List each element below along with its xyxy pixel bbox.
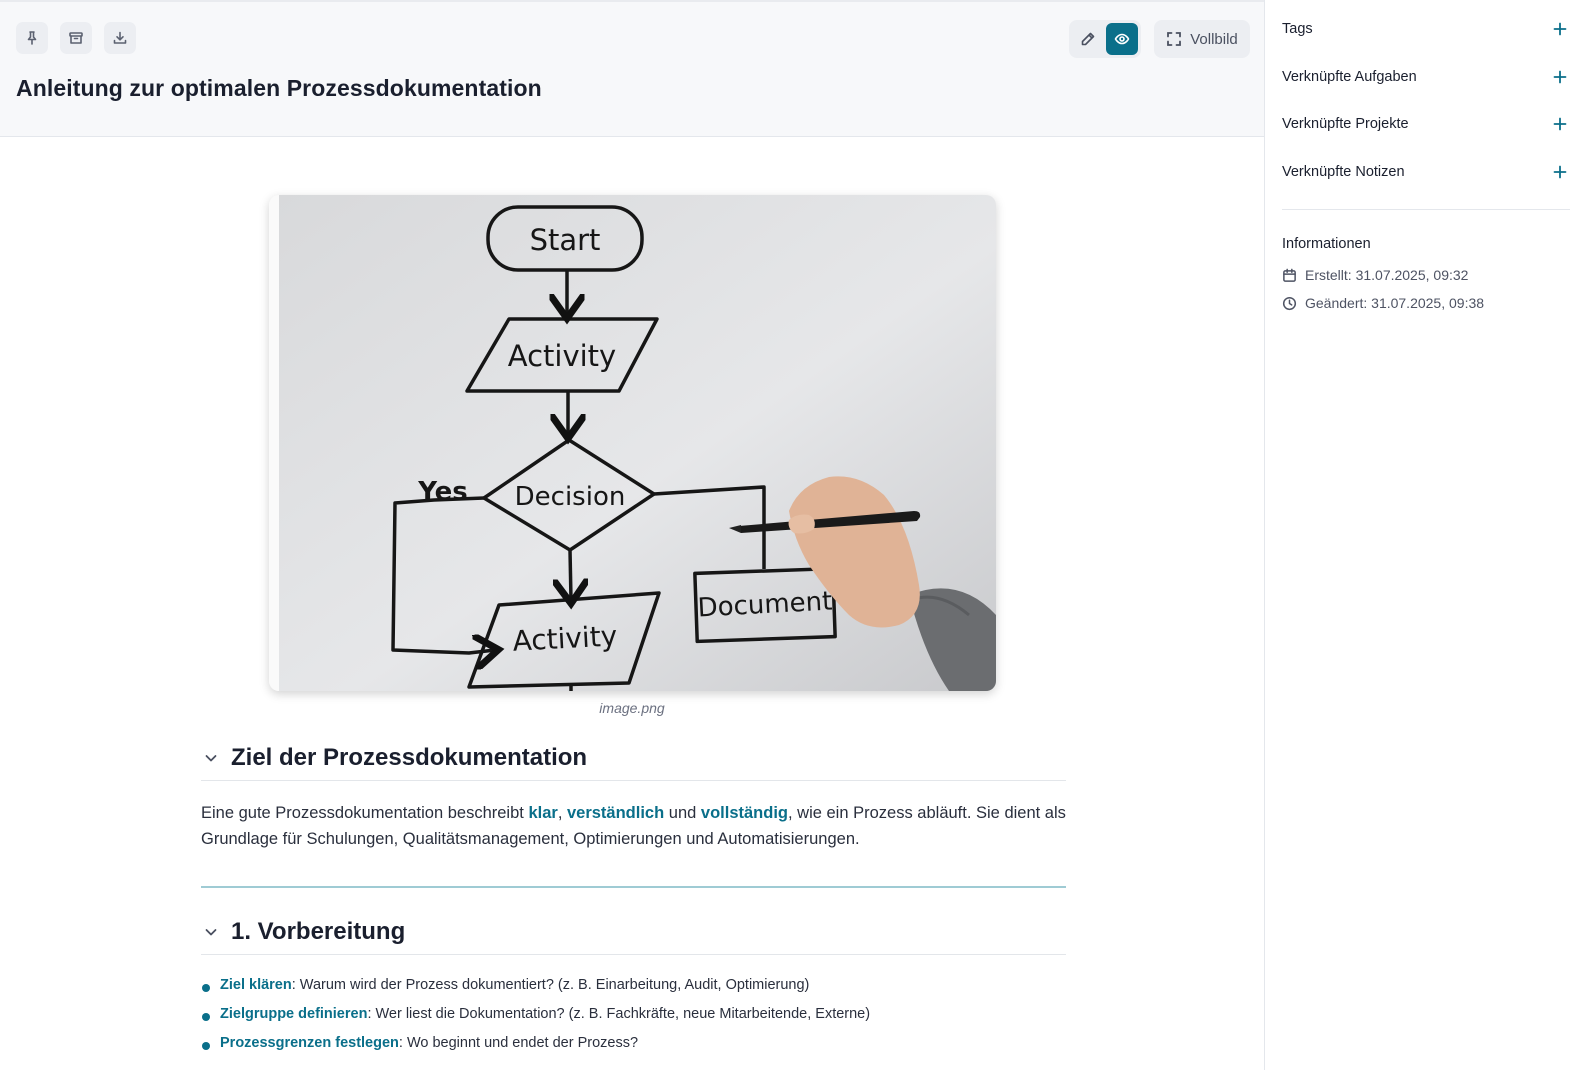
- list-item: Prozessgrenzen festlegen: Wo beginnt und…: [201, 1032, 1066, 1061]
- edit-mode-button[interactable]: [1072, 23, 1104, 55]
- note-header: Vollbild Anleitung zur optimalen Prozess…: [0, 0, 1264, 137]
- archive-icon: [69, 32, 83, 44]
- fullscreen-icon: [1167, 32, 1182, 46]
- flow-activity-label: Activity: [508, 339, 616, 373]
- add-linked-project-button[interactable]: [1551, 115, 1569, 133]
- add-linked-task-button[interactable]: [1551, 68, 1569, 86]
- sidebar-divider: [1282, 209, 1570, 210]
- page-title: Anleitung zur optimalen Prozessdokumenta…: [16, 75, 542, 101]
- chevron-down-icon: [205, 754, 217, 761]
- bullet-dot: [202, 1042, 210, 1050]
- chevron-down-icon: [205, 928, 217, 935]
- paragraph-text: und: [664, 804, 701, 822]
- list-item-key: Prozessgrenzen festlegen: [220, 1035, 399, 1051]
- sidebar-row-label: Verknüpfte Aufgaben: [1282, 69, 1417, 85]
- list-item-text: : Wer liest die Dokumentation? (z. B. Fa…: [367, 1006, 871, 1022]
- horizontal-rule: [201, 886, 1066, 888]
- collapse-chevron-button[interactable]: [202, 923, 220, 941]
- paragraph-text: Eine gute Prozessdokumentation beschreib…: [201, 804, 529, 822]
- section-header-ziel: Ziel der Prozessdokumentation: [201, 735, 1066, 781]
- fullscreen-button[interactable]: Vollbild: [1154, 20, 1250, 58]
- clock-icon: [1282, 296, 1297, 310]
- hand-with-marker: [729, 476, 996, 691]
- bullet-list: Ziel klären: Warum wird der Prozess doku…: [201, 974, 1066, 1061]
- paragraph-text: , wie ein Prozess abläuft. Sie dient als…: [201, 804, 1066, 848]
- sidebar-row-label: Tags: [1282, 21, 1313, 37]
- flow-decision-label: Decision: [515, 482, 626, 512]
- collapse-chevron-button[interactable]: [202, 749, 220, 767]
- highlight-text: verständlich: [566, 804, 665, 822]
- sidebar-row-notizen: Verknüpfte Notizen: [1282, 159, 1569, 185]
- pencil-icon: [1081, 32, 1095, 46]
- download-button[interactable]: [104, 22, 136, 54]
- plus-icon: [1553, 22, 1567, 36]
- list-item: Ziel klären: Warum wird der Prozess doku…: [201, 974, 1066, 1003]
- highlight-text: klar: [528, 804, 558, 822]
- list-item-text: : Warum wird der Prozess dokumentiert? (…: [291, 977, 810, 993]
- eye-icon: [1114, 33, 1130, 45]
- flow-activity2-label: Activity: [512, 619, 618, 657]
- highlight-text: vollständig: [700, 804, 788, 822]
- add-tag-button[interactable]: [1551, 20, 1569, 38]
- modified-info: Geändert: 31.07.2025, 09:38: [1282, 295, 1484, 311]
- created-info: Erstellt: 31.07.2025, 09:32: [1282, 267, 1468, 283]
- view-mode-toggle: [1069, 20, 1141, 58]
- sidebar-row-projekte: Verknüpfte Projekte: [1282, 111, 1569, 137]
- preview-mode-button[interactable]: [1106, 23, 1138, 55]
- list-item: Zielgruppe definieren: Wer liest die Dok…: [201, 1003, 1066, 1032]
- sidebar-row-label: Verknüpfte Projekte: [1282, 116, 1409, 132]
- bullet-dot: [202, 984, 210, 992]
- created-text: Erstellt: 31.07.2025, 09:32: [1305, 267, 1469, 283]
- flowchart-image[interactable]: Start Activity Decision Yes Activity Doc…: [269, 195, 996, 691]
- calendar-icon: [1283, 268, 1296, 282]
- list-item-key: Ziel klären: [220, 977, 292, 993]
- section-paragraph: Eine gute Prozessdokumentation beschreib…: [201, 800, 1066, 852]
- section-title: 1. Vorbereitung: [231, 917, 406, 945]
- bullet-dot: [202, 1013, 210, 1021]
- list-item-text: : Wo beginnt und endet der Prozess?: [398, 1035, 639, 1051]
- flow-start-label: Start: [530, 223, 601, 257]
- pin-icon: [27, 31, 37, 45]
- flow-document-label: Document: [697, 586, 833, 623]
- plus-icon: [1553, 165, 1567, 179]
- add-linked-note-button[interactable]: [1551, 163, 1569, 181]
- info-heading: Informationen: [1282, 236, 1371, 252]
- download-icon: [113, 31, 127, 44]
- pin-button[interactable]: [16, 22, 48, 54]
- section-title: Ziel der Prozessdokumentation: [231, 743, 588, 771]
- list-item-key: Zielgruppe definieren: [220, 1006, 368, 1022]
- fullscreen-label: Vollbild: [1190, 30, 1238, 48]
- flow-yes-label: Yes: [417, 477, 468, 507]
- sidebar-row-tags: Tags: [1282, 16, 1569, 42]
- plus-icon: [1553, 70, 1567, 84]
- paragraph-text: ,: [557, 804, 567, 822]
- sidebar-row-label: Verknüpfte Notizen: [1282, 164, 1405, 180]
- archive-button[interactable]: [60, 22, 92, 54]
- section-header-vorbereitung: 1. Vorbereitung: [201, 909, 1066, 955]
- details-sidebar: Tags Verknüpfte Aufgaben Verknüpfte Proj…: [1266, 0, 1578, 1070]
- modified-text: Geändert: 31.07.2025, 09:38: [1305, 295, 1485, 311]
- sidebar-row-aufgaben: Verknüpfte Aufgaben: [1282, 64, 1569, 90]
- plus-icon: [1553, 117, 1567, 131]
- image-caption: image.png: [599, 700, 665, 716]
- note-main-pane: Vollbild Anleitung zur optimalen Prozess…: [0, 0, 1265, 1070]
